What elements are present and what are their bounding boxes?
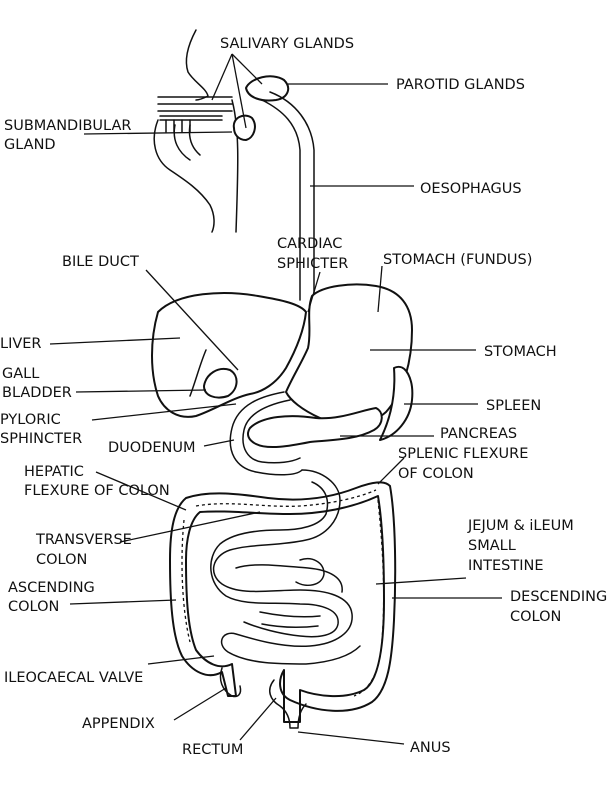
colon-shape [169, 481, 397, 723]
label-parotid-glands: PAROTID GLANDS [396, 77, 525, 93]
rectum-shape [269, 679, 307, 729]
appendix-shape [219, 667, 242, 698]
labels: SALIVARY GLANDS PAROTID GLANDS SUBMANDIB… [0, 36, 607, 758]
label-liver: LIVER [0, 336, 42, 352]
small-intestine-shape [210, 469, 361, 665]
label-pyloric-line2: SPHINCTER [0, 431, 82, 447]
label-bile-duct: BILE DUCT [62, 254, 139, 270]
label-oesophagus: OESOPHAGUS [420, 181, 522, 197]
label-gall-line1: GALL [2, 366, 39, 382]
label-submandibular-line1: SUBMANDIBULAR [4, 118, 131, 134]
label-descending-line2: COLON [510, 609, 561, 625]
label-cardiac-line2: SPHICTER [277, 256, 348, 272]
label-rectum: RECTUM [182, 742, 243, 758]
gall-bladder-shape [203, 368, 238, 399]
label-spleen: SPLEEN [486, 398, 541, 414]
label-hepatic-line2: FLEXURE OF COLON [24, 483, 170, 499]
spleen-shape [379, 365, 414, 441]
label-gall-line2: BLADDER [2, 385, 72, 401]
liver-shape [151, 292, 307, 418]
label-ileocaecal-valve: ILEOCAECAL VALVE [4, 670, 143, 686]
label-submandibular-line2: GLAND [4, 137, 56, 153]
label-splenic-line1: SPLENIC FLEXURE [398, 446, 528, 462]
label-pancreas: PANCREAS [440, 426, 517, 442]
label-appendix: APPENDIX [82, 716, 155, 732]
submandibular-gland-shape [232, 114, 256, 141]
label-hepatic-line1: HEPATIC [24, 464, 84, 480]
duodenum-shape [229, 391, 303, 476]
label-descending-line1: DESCENDING [510, 589, 607, 605]
label-jejum-line1: JEJUM & iLEUM [467, 518, 574, 534]
label-stomach: STOMACH [484, 344, 557, 360]
label-pyloric-line1: PYLORIC [0, 412, 61, 428]
label-duodenum: DUODENUM [108, 440, 196, 456]
parotid-gland-shape [245, 75, 290, 102]
label-jejum-line3: INTESTINE [468, 558, 544, 574]
label-transverse-line1: TRANSVERSE [35, 532, 132, 548]
label-cardiac-line1: CARDIAC [277, 236, 342, 252]
pancreas-shape [247, 407, 383, 449]
label-ascending-line1: ASCENDING [8, 580, 95, 596]
label-anus: ANUS [410, 740, 451, 756]
label-salivary-glands: SALIVARY GLANDS [220, 36, 354, 52]
oesophagus-shape [261, 91, 315, 301]
label-ascending-line2: COLON [8, 599, 59, 615]
label-transverse-line2: COLON [36, 552, 87, 568]
leader-lines [49, 53, 502, 745]
label-stomach-fundus: STOMACH (FUNDUS) [383, 252, 532, 268]
head-profile [153, 29, 239, 233]
label-jejum-line2: SMALL [468, 538, 516, 554]
label-splenic-line2: OF COLON [398, 466, 474, 482]
